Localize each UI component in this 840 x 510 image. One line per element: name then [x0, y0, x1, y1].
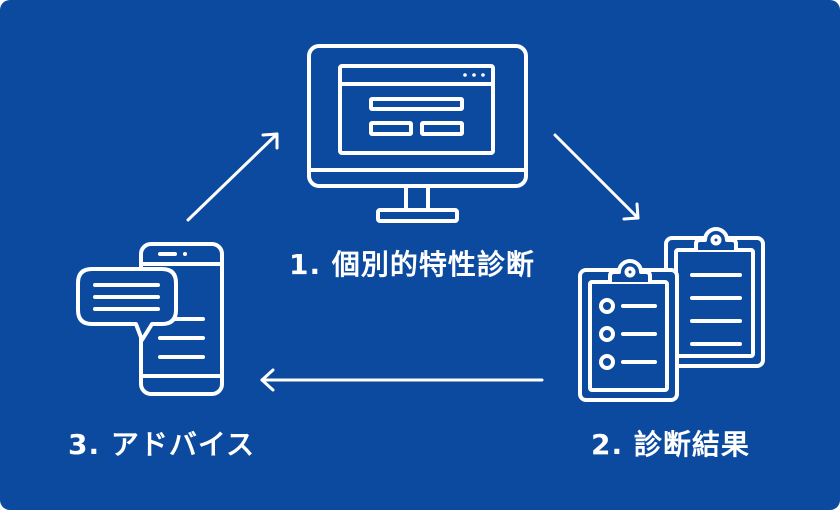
flow-arrows	[186, 132, 640, 392]
clipboards-icon	[578, 227, 765, 402]
arrow-step2-to-step3	[260, 368, 544, 392]
arrow-step3-to-step1	[186, 132, 279, 222]
monitor-icon	[307, 44, 528, 223]
step-1-label: 1. 個別的特性診断	[289, 248, 535, 281]
step-2-label: 2. 診断結果	[591, 428, 750, 461]
phone-chat-icon	[76, 242, 224, 396]
step-3-label: 3. アドバイス	[68, 428, 256, 461]
arrow-step1-to-step2	[553, 133, 640, 221]
